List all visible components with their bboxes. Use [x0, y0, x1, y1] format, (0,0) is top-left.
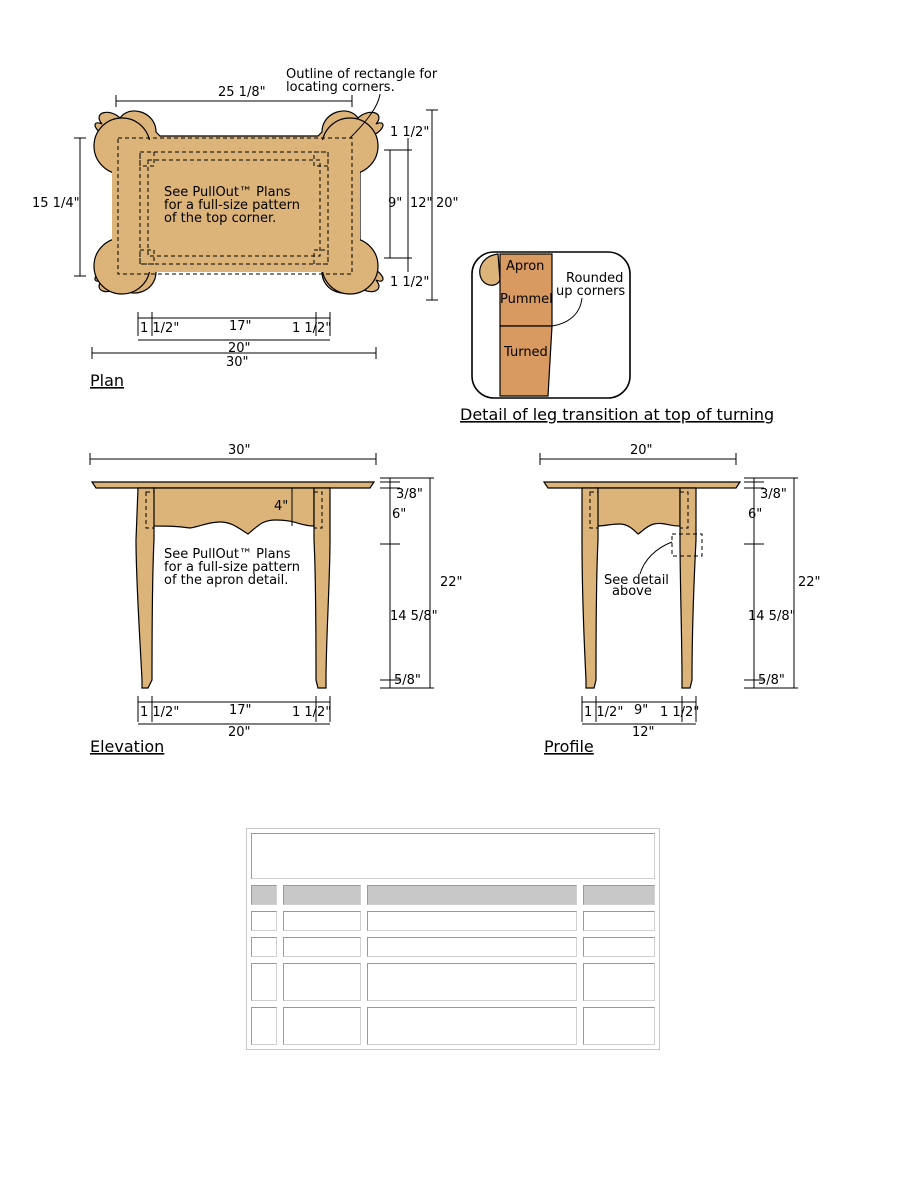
elevation-b-17: 17" — [229, 703, 252, 718]
profile-b-left: 1 1/2" — [584, 705, 623, 720]
plan-width-label: 25 1/8" — [218, 85, 266, 100]
furniture-drawing: See PullOut™ Plans for a full-size patte… — [32, 67, 821, 756]
plan-bottom-right: 1 1/2" — [292, 321, 331, 336]
table-header-cell — [251, 885, 277, 905]
table-cell — [251, 1007, 277, 1045]
profile-view: 20" See detail above 3/8" 6" 22" 14 5/8"… — [539, 443, 821, 756]
detail-rounded-2: up corners — [556, 284, 625, 299]
detail-pummel-label: Pummel — [500, 292, 553, 307]
table-cell — [367, 911, 577, 931]
table-cell — [251, 963, 277, 1001]
elevation-r-38: 3/8" — [396, 487, 423, 502]
detail-turned — [499, 325, 553, 397]
plan-right-top: 1 1/2" — [390, 125, 429, 140]
table-caption-cell — [251, 833, 655, 879]
elevation-apron-height: 4" — [274, 499, 288, 514]
plan-locating-rectangle — [117, 137, 353, 275]
plan-right-20: 20" — [436, 196, 459, 211]
profile-see-detail-1: See detail — [604, 573, 669, 588]
profile-tabletop — [542, 481, 742, 489]
elevation-r-22: 22" — [440, 575, 463, 590]
detail-pummel — [499, 253, 553, 327]
elevation-pullout-note-1: See PullOut™ Plans — [164, 547, 291, 562]
detail-title: Detail of leg transition at top of turni… — [460, 405, 774, 424]
parts-table — [246, 828, 660, 1050]
plan-depth-label: 15 1/4" — [32, 196, 80, 211]
table-cell — [251, 911, 277, 931]
plan-right-9: 9" — [388, 196, 402, 211]
detail-corner-curve — [479, 253, 501, 286]
elevation-top-label: 30" — [228, 443, 251, 458]
plan-right-bottom: 1 1/2" — [390, 275, 429, 290]
elevation-pullout-note-3: of the apron detail. — [164, 573, 288, 588]
elevation-r-6: 6" — [392, 507, 406, 522]
detail-rounded-1: Rounded — [566, 271, 623, 286]
table-cell — [367, 1007, 577, 1045]
detail-apron-label: Apron — [506, 259, 544, 274]
plan-apron-outline — [139, 151, 329, 265]
detail-turned-label: Turned — [503, 345, 548, 360]
profile-see-detail-2: above — [612, 584, 652, 599]
table-cell — [367, 937, 577, 957]
elevation-view: 30" 4" See PullOut™ Plans for a full-siz… — [89, 443, 463, 756]
plan-right-12: 12" — [410, 196, 433, 211]
plan-pullout-note-2: for a full-size pattern — [164, 198, 300, 213]
elevation-r-58: 5/8" — [394, 673, 421, 688]
profile-detail-marker — [671, 533, 703, 557]
profile-title: Profile — [544, 737, 594, 756]
profile-r-1458: 14 5/8" — [748, 609, 796, 624]
profile-leg-left — [581, 487, 599, 689]
elevation-title: Elevation — [90, 737, 164, 756]
table-cell — [367, 963, 577, 1001]
table-cell — [583, 963, 655, 1001]
table-header-cell — [283, 885, 361, 905]
elevation-tabletop — [90, 481, 376, 489]
table-cell — [583, 1007, 655, 1045]
elevation-b-right: 1 1/2" — [292, 705, 331, 720]
profile-r-58: 5/8" — [758, 673, 785, 688]
profile-top-label: 20" — [630, 443, 653, 458]
plan-bottom-30: 30" — [226, 355, 249, 370]
elevation-r-1458: 14 5/8" — [390, 609, 438, 624]
profile-r-22: 22" — [798, 575, 821, 590]
table-header-cell — [367, 885, 577, 905]
profile-leg-right — [679, 487, 697, 689]
table-cell — [583, 911, 655, 931]
profile-b-12: 12" — [632, 725, 655, 740]
profile-apron — [595, 487, 681, 535]
detail-view: Apron Pummel Turned Rounded up corners D… — [460, 251, 774, 424]
table-cell — [283, 911, 361, 931]
elevation-b-20: 20" — [228, 725, 251, 740]
plan-pullout-note-3: of the top corner. — [164, 211, 276, 226]
profile-b-9: 9" — [634, 703, 648, 718]
plan-pullout-note-1: See PullOut™ Plans — [164, 185, 291, 200]
plan-view: See PullOut™ Plans for a full-size patte… — [32, 67, 459, 390]
plan-bottom-20: 20" — [228, 341, 251, 356]
table-cell — [251, 937, 277, 957]
plan-bottom-left: 1 1/2" — [140, 321, 179, 336]
elevation-apron — [151, 487, 315, 535]
elevation-leg-right — [313, 487, 331, 689]
elevation-pullout-note-2: for a full-size pattern — [164, 560, 300, 575]
plan-note-rect-1: Outline of rectangle for — [286, 67, 438, 82]
plan-bottom-17: 17" — [229, 319, 252, 334]
plan-title: Plan — [90, 371, 124, 390]
table-cell — [283, 963, 361, 1001]
table-cell — [283, 937, 361, 957]
profile-r-38: 3/8" — [760, 487, 787, 502]
profile-b-right: 1 1/2" — [660, 705, 699, 720]
table-cell — [283, 1007, 361, 1045]
elevation-b-left: 1 1/2" — [140, 705, 179, 720]
plan-note-rect-2: locating corners. — [286, 80, 395, 95]
table-cell — [583, 937, 655, 957]
profile-r-6: 6" — [748, 507, 762, 522]
elevation-leg-left — [135, 487, 155, 689]
table-header-cell — [583, 885, 655, 905]
